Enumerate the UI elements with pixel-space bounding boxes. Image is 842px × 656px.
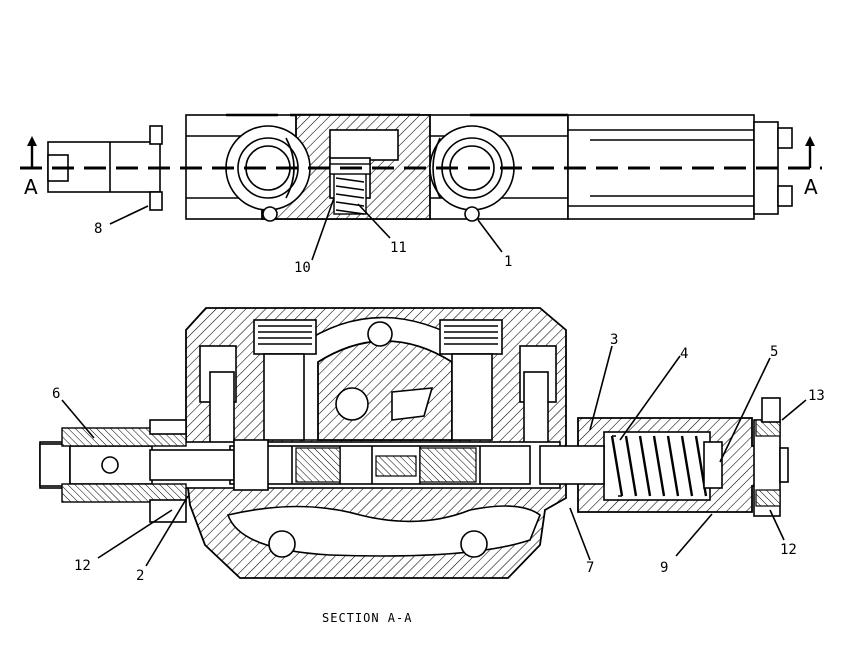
callout-3: 3 [610,332,618,348]
callout-12-left: 12 [74,558,91,574]
section-caption: SECTION A-A [322,611,412,625]
section-view: SECTION A-A [39,307,789,625]
spring-housing [539,397,789,517]
spool [39,439,561,491]
top-view: A A [20,113,822,222]
callout-4: 4 [680,346,688,362]
callout-6: 6 [52,386,60,402]
callout-labels: 8 10 11 1 6 12 2 3 4 5 13 7 9 12 [52,221,825,584]
check-valve-right [439,319,503,441]
callout-10: 10 [294,260,311,276]
callout-8: 8 [94,221,102,237]
callout-7: 7 [586,560,594,576]
callout-5: 5 [770,344,778,360]
callout-13: 13 [808,388,825,404]
section-arrow-right [805,136,815,168]
callout-2: 2 [136,568,144,584]
leader-lines [61,197,807,567]
section-marker-right: A [804,175,818,199]
callout-1: 1 [504,254,512,270]
callout-12-right: 12 [780,542,797,558]
section-marker-left: A [24,175,38,199]
spring-11 [329,163,371,215]
check-valve-left [253,319,317,441]
callout-9: 9 [660,560,668,576]
section-arrow-left [27,136,37,168]
callout-11: 11 [390,240,407,256]
